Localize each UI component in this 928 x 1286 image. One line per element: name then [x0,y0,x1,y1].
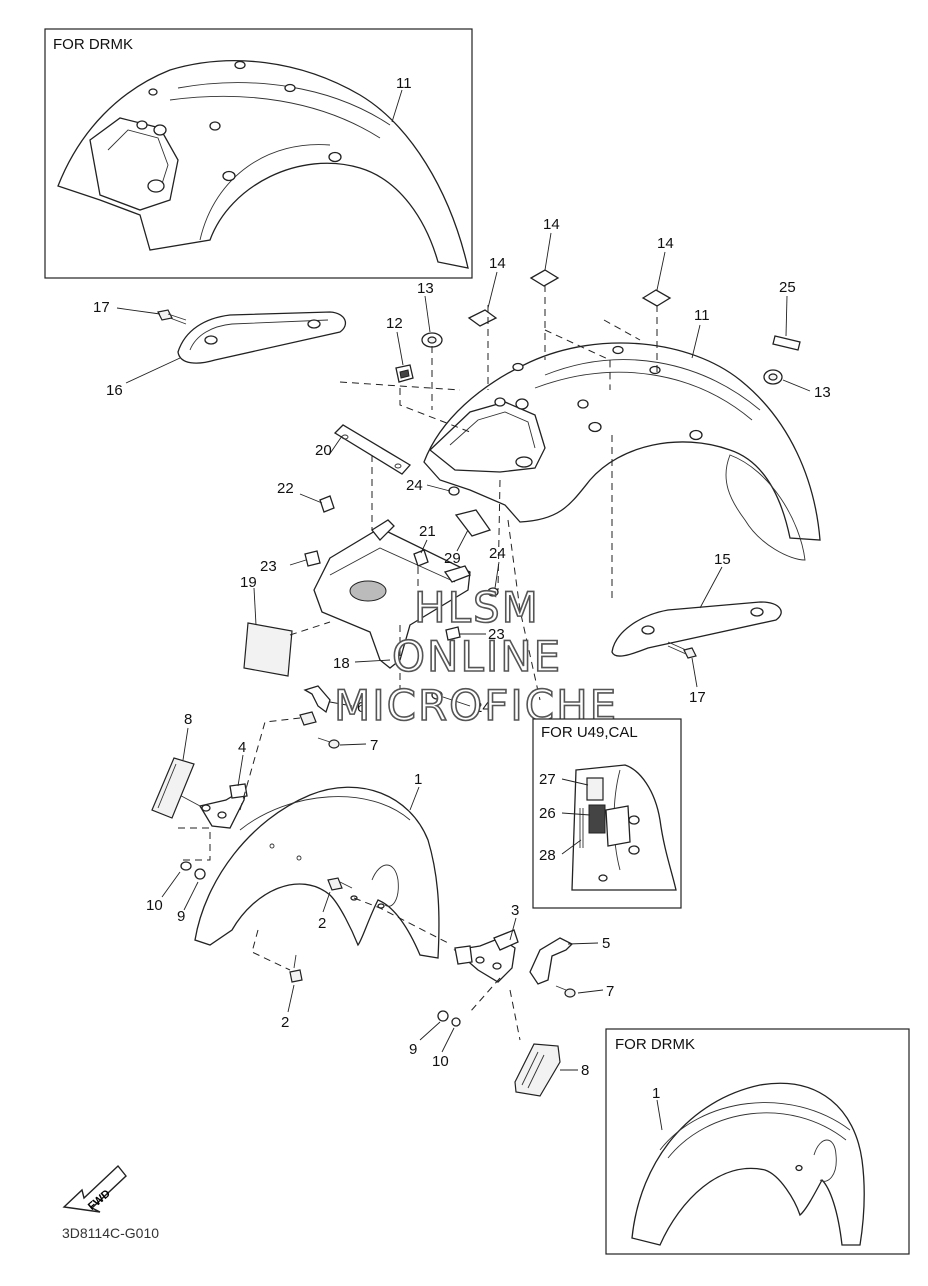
washer-10-left [180,861,192,871]
rear-fender-drmk [57,60,469,269]
drmk-rear-fender-box: FOR DRMK 11 [44,28,473,279]
callout-14: 14 [543,216,560,233]
box-title: FOR DRMK [615,1036,695,1053]
callout-25: 25 [779,279,796,296]
callout-21: 21 [419,523,436,540]
nut-9-left [194,868,206,880]
callout-17: 17 [93,299,110,316]
fwd-arrow-icon: FWD [62,1164,127,1213]
diagram-code: 3D8114C-G010 [62,1225,159,1241]
callout-3: 3 [511,902,519,919]
box-title: FOR DRMK [53,36,133,53]
callout-22: 22 [277,480,294,497]
callout-13: 13 [814,384,831,401]
drmk-front-fender-box: FOR DRMK 1 [605,1028,910,1255]
callout-8: 8 [184,711,192,728]
inset-title: FOR U49,CAL [541,724,638,741]
callout-11: 11 [694,307,710,324]
clamp-5 [529,937,574,985]
callout-16: 16 [106,382,123,399]
screw-7-left [317,737,340,749]
part-22 [319,495,335,513]
reflector-plate-19 [243,622,293,677]
nut-9-right [437,1010,449,1022]
callout-8: 8 [581,1062,589,1079]
watermark: HLSM ONLINE MICROFICHE [333,582,618,731]
callout-4: 4 [238,739,246,756]
callout-27: 27 [539,771,556,788]
callout-2: 2 [281,1014,289,1031]
bolt-2-a [327,877,353,891]
label-26 [588,804,606,834]
callout-11: 11 [396,75,412,92]
callout-1: 1 [414,771,422,788]
callout-9: 9 [177,908,185,925]
screw-7-right [555,985,576,998]
rear-fender [423,342,821,541]
callout-2: 2 [318,915,326,932]
bolt-2-b [289,954,303,983]
callout-12: 12 [386,315,403,332]
callout-24: 24 [474,699,491,716]
pad-14-a [467,309,498,327]
plate-20 [333,424,412,475]
callout-14: 14 [489,255,506,272]
callout-26: 26 [539,805,556,822]
callout-7: 7 [370,737,378,754]
callout-17: 17 [689,689,706,706]
callout-28: 28 [539,847,556,864]
part-23-b [445,626,461,641]
watermark-line-2: ONLINE [392,632,562,681]
nut-24-a [448,486,460,496]
callout-13: 13 [417,280,434,297]
fender-stay-right [611,601,782,657]
reflector-8-right [514,1043,561,1097]
reflector-8-left [151,757,195,819]
label-27 [586,777,604,801]
callout-18: 18 [333,655,350,672]
callout-20: 20 [315,442,332,459]
callout-24: 24 [489,545,506,562]
callout-14: 14 [657,235,674,252]
callout-29: 29 [444,550,461,567]
callout-23: 23 [260,558,277,575]
front-fender-assembly [151,717,604,1097]
part-23-a [304,550,321,567]
washer-10-right [451,1017,461,1027]
callout-6: 6 [357,699,365,716]
nut-24-b [487,587,499,597]
callout-15: 15 [714,551,731,568]
callout-7: 7 [606,983,614,1000]
tape-25 [772,335,801,351]
front-fender [194,786,440,959]
callout-1: 1 [652,1085,660,1102]
fender-stay-left [177,311,347,364]
watermark-line-3: MICROFICHE [334,681,618,730]
callout-24: 24 [406,477,423,494]
bolt-17-left [157,309,187,325]
rear-fender-assembly [116,232,821,726]
part-21 [413,549,429,567]
pad-14-b [529,269,560,287]
nut-24-c [431,690,443,700]
callout-5: 5 [602,935,610,952]
bolt-17-right [667,641,697,659]
pad-29 [454,509,492,537]
callout-19: 19 [240,574,257,591]
callout-10: 10 [432,1053,449,1070]
callout-9: 9 [409,1041,417,1058]
callout-10: 10 [146,897,163,914]
u49-cal-inset: FOR U49,CAL 27 26 28 [532,718,682,909]
pad-14-c [641,289,672,307]
callout-23: 23 [488,626,505,643]
clamp-6 [303,685,331,714]
watermark-line-1: HLSM [414,583,540,632]
